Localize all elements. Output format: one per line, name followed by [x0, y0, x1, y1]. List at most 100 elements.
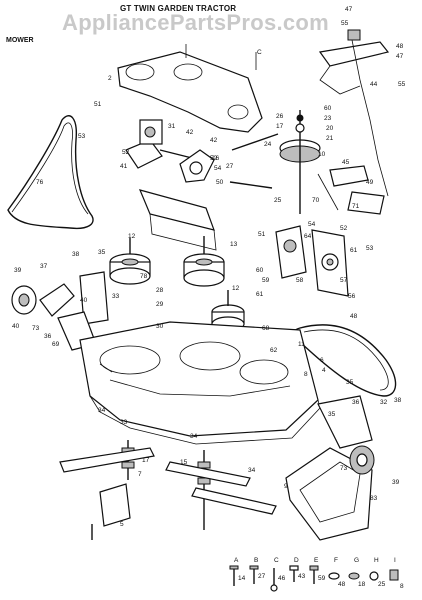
callout-21: 21	[326, 135, 334, 142]
legend-part-e: 59	[318, 575, 326, 582]
spindle-pulley-13-center	[183, 236, 225, 287]
callout-39-right: 39	[392, 479, 400, 486]
callout-51-right: 51	[258, 231, 266, 238]
callout-83: 83	[370, 495, 378, 502]
callout-37-left: 37	[40, 263, 48, 270]
belt-76	[7, 115, 94, 230]
callout-34-right: 34	[248, 467, 256, 474]
legend-letter-f: F	[334, 557, 338, 564]
callout-53-right: 53	[366, 245, 374, 252]
rod-16	[229, 181, 273, 189]
callout-7: 7	[138, 471, 142, 478]
deck-shield-83	[285, 445, 375, 541]
blade-adapter-4	[99, 483, 131, 527]
callout-38-left: 38	[72, 251, 80, 258]
callout-36-right: 36	[352, 399, 360, 406]
callout-69: 69	[52, 341, 60, 348]
legend-part-a: 14	[238, 575, 246, 582]
callout-62: 62	[270, 347, 278, 354]
callout-73-left: 73	[32, 325, 40, 332]
belt-48-inner	[303, 329, 389, 391]
belt-76-inner	[11, 122, 89, 215]
callout-26: 26	[276, 113, 284, 120]
mower-deck	[79, 321, 321, 445]
callout-42-top: 42	[186, 129, 194, 136]
watermark: AppliancePartsPros.com	[62, 10, 330, 35]
callout-17-lower: 17	[142, 457, 150, 464]
callout-73-right: 73	[340, 465, 348, 472]
right-bracket-45	[317, 165, 385, 215]
callout-55-top: 55	[341, 20, 349, 27]
callout-28: 28	[156, 287, 164, 294]
callout-40-mid: 40	[80, 297, 88, 304]
callout-47-right: 47	[396, 53, 404, 60]
callout-39-left: 39	[14, 267, 22, 274]
callout-11: 11	[298, 341, 305, 348]
legend-part-i: 8	[400, 583, 404, 590]
callout-64-right: 64	[304, 233, 312, 240]
legend-part-c: 46	[278, 575, 286, 582]
diagram-title: GT TWIN GARDEN TRACTOR	[120, 4, 237, 13]
blade-right	[191, 487, 277, 515]
blade-left	[59, 447, 155, 473]
callout-30: 30	[156, 323, 164, 330]
callout-5: 5	[120, 521, 124, 528]
callout-48-top: 48	[396, 43, 404, 50]
callout-6-right: 6	[320, 357, 324, 364]
legend-part-b: 27	[258, 573, 266, 580]
callout-13: 13	[230, 241, 238, 248]
callout-45-top: 45	[342, 159, 350, 166]
callout-34-left: 34	[98, 407, 106, 414]
callout-34-mid: 34	[190, 433, 198, 440]
blade-center	[165, 461, 251, 487]
callout-52-top: 52	[122, 149, 130, 156]
legend-part-g: 18	[358, 581, 366, 588]
callout-c-top: C	[257, 49, 262, 56]
callout-36-left: 36	[44, 333, 52, 340]
callout-78: 78	[140, 273, 148, 280]
legend-letter-d: D	[294, 557, 299, 564]
callout-48-right: 48	[350, 313, 358, 320]
callout-20: 20	[326, 125, 334, 132]
baffle-plate	[138, 189, 217, 251]
hardware-legend: A B C D E F G H I 14 27 46 4	[229, 557, 404, 592]
callout-24: 24	[264, 141, 272, 148]
callout-61-right: 61	[350, 247, 358, 254]
callout-44: 44	[370, 81, 378, 88]
callout-23: 23	[324, 115, 332, 122]
legend-letter-i: I	[394, 557, 396, 564]
callout-27: 27	[226, 163, 234, 170]
callout-labels: 47 55 C 2 42 31 51 53 52 41 48 47 44 55 …	[12, 6, 406, 528]
callout-71: 71	[352, 203, 360, 210]
legend-part-d: 43	[298, 573, 306, 580]
callout-53-top: 53	[78, 133, 86, 140]
callout-50: 50	[216, 179, 224, 186]
right-hanger	[317, 395, 373, 449]
callout-47-top: 47	[345, 6, 353, 13]
callout-4-right: 4	[322, 367, 326, 374]
callout-40-left: 40	[12, 323, 20, 330]
callout-35-left: 35	[98, 249, 106, 256]
callout-52-mid: 52	[210, 155, 218, 162]
callout-42-mid: 42	[210, 137, 218, 144]
callout-51-top: 51	[94, 101, 102, 108]
legend-letter-g: G	[354, 557, 359, 564]
callout-12-left: 12	[128, 233, 136, 240]
callout-60-top: 60	[324, 105, 332, 112]
callout-38-right: 38	[394, 397, 402, 404]
idler-pulley-24	[279, 110, 321, 214]
callout-49: 49	[366, 179, 374, 186]
callout-70: 70	[312, 197, 320, 204]
callout-35-lower: 35	[328, 411, 336, 418]
callout-17-top: 17	[276, 123, 284, 130]
callout-31: 31	[168, 123, 176, 130]
callout-35-right: 35	[346, 379, 354, 386]
right-idler-bracket	[275, 225, 349, 297]
callout-10-top: 10	[318, 151, 326, 158]
callout-33-mid: 33	[120, 419, 128, 426]
callout-41: 41	[120, 163, 128, 170]
legend-part-h: 25	[378, 581, 386, 588]
lift-bracket	[318, 29, 390, 197]
